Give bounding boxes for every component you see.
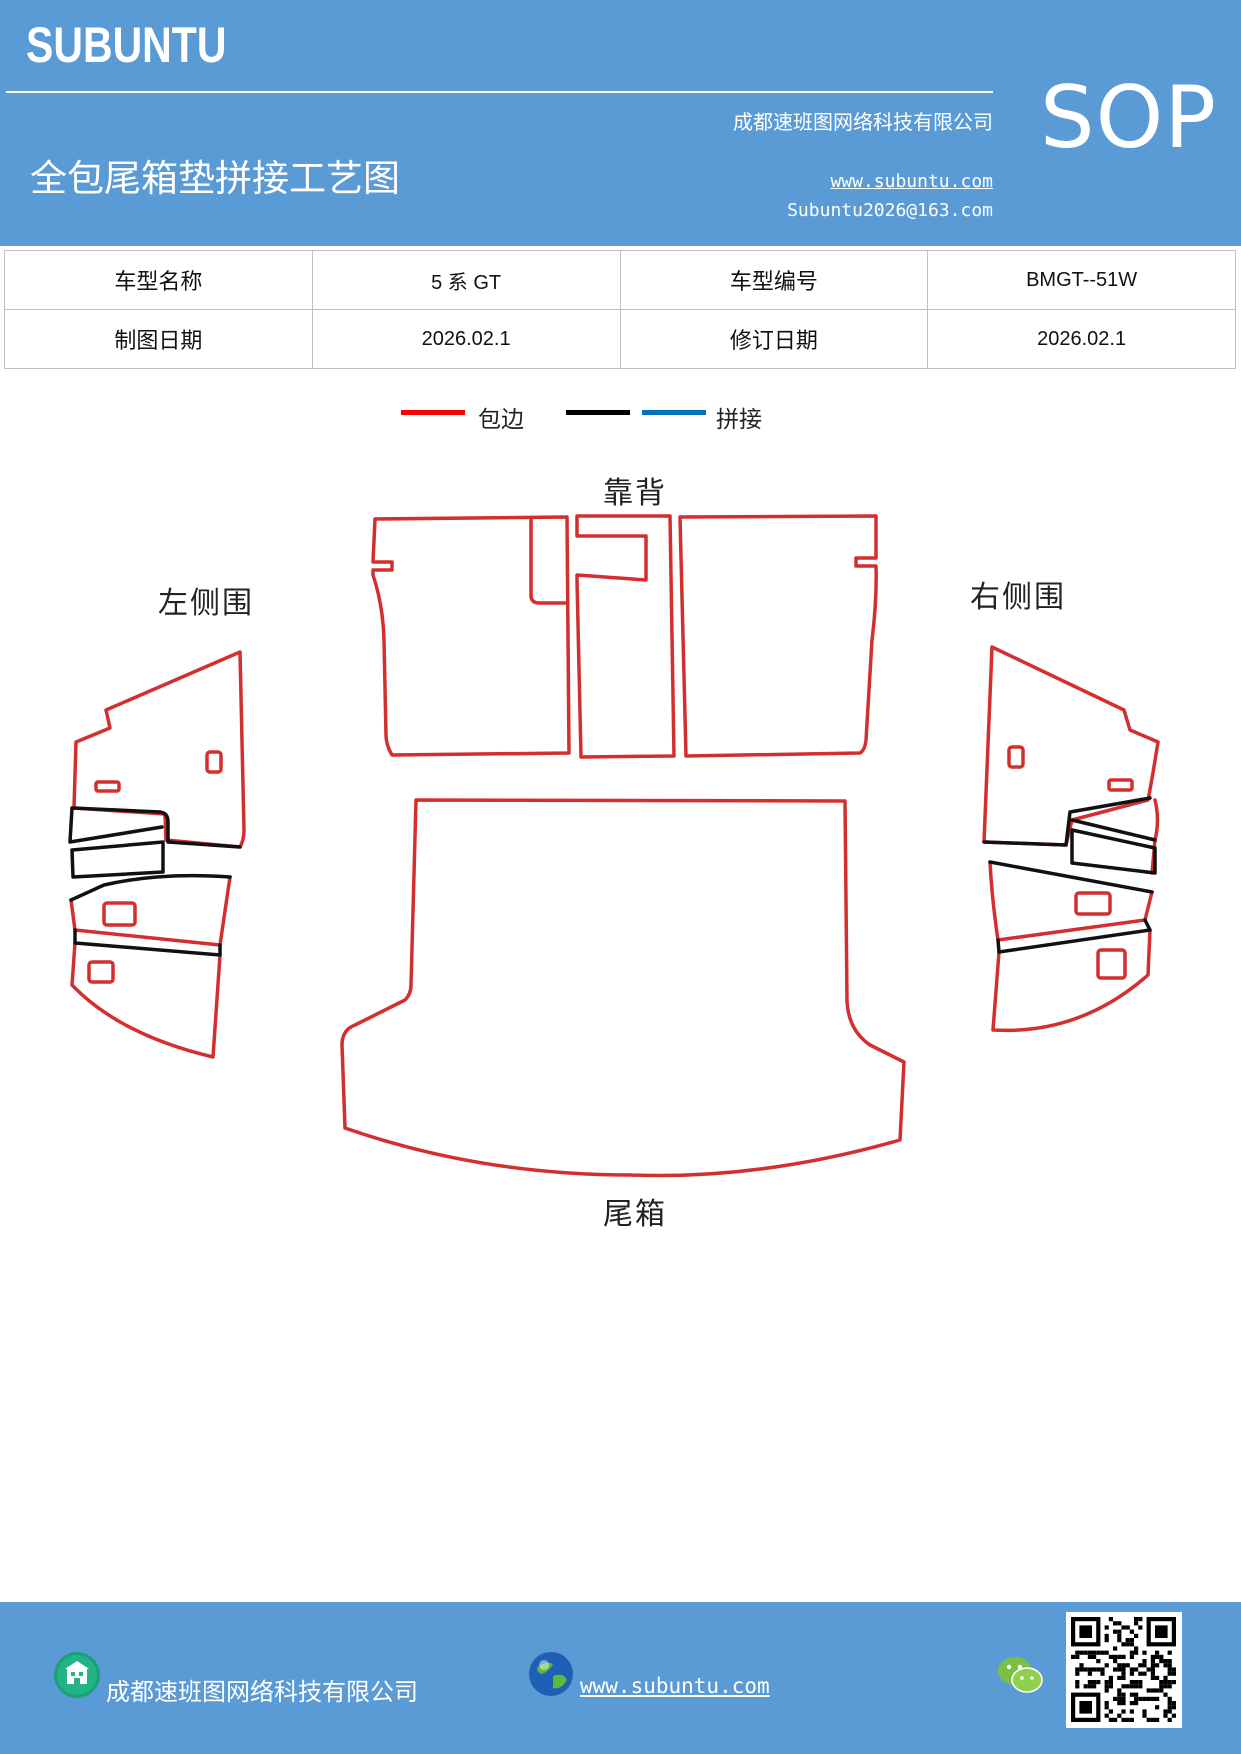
table-cell-label: 车型编号 bbox=[619, 250, 929, 310]
right-side-upper-red bbox=[982, 645, 1160, 847]
right-side-hole bbox=[1007, 745, 1025, 769]
right-side-splice-2 bbox=[1070, 828, 1157, 875]
right-side-splice-1 bbox=[982, 796, 1157, 847]
table-cell-label: 车型名称 bbox=[4, 250, 313, 310]
backrest-middle-panel bbox=[575, 514, 676, 759]
legend-label-binding: 包边 bbox=[478, 407, 524, 433]
backrest-left-notch bbox=[529, 516, 569, 605]
right-side-hole bbox=[1096, 948, 1127, 980]
table-row: 制图日期 2026.02.1 修订日期 2026.02.1 bbox=[4, 309, 1236, 369]
left-side-hole bbox=[94, 780, 121, 793]
part-label-backrest: 靠背 bbox=[603, 476, 667, 511]
backrest-right-panel bbox=[678, 514, 878, 758]
left-side-splice-1 bbox=[68, 806, 242, 849]
table-cell-label: 制图日期 bbox=[4, 309, 313, 369]
building-icon bbox=[54, 1652, 100, 1698]
right-side-splice-3 bbox=[988, 860, 1154, 894]
footer-banner: 成都速班图网络科技有限公司 www.subuntu.com bbox=[0, 1602, 1241, 1754]
right-side-lower-red bbox=[991, 928, 1152, 1033]
table-cell-value: BMGT--51W bbox=[927, 250, 1236, 310]
legend-swatch-black bbox=[566, 410, 630, 415]
left-side-middle-red bbox=[69, 875, 232, 947]
part-label-right-side: 右侧围 bbox=[970, 580, 1066, 615]
left-side-splice-4 bbox=[73, 928, 222, 957]
legend: 包边 拼接 bbox=[0, 400, 1241, 440]
backrest-left-panel bbox=[371, 515, 571, 757]
header-banner: SUBUNTU 成都速班图网络科技有限公司 全包尾箱垫拼接工艺图 www.sub… bbox=[0, 0, 1241, 246]
left-side-splice-2 bbox=[70, 840, 165, 879]
left-side-upper-red bbox=[72, 650, 246, 849]
table-row: 车型名称 5 系 GT 车型编号 BMGT--51W bbox=[4, 250, 1236, 310]
table-cell-label: 修订日期 bbox=[619, 309, 929, 369]
wechat-icon[interactable] bbox=[996, 1654, 1044, 1696]
company-name: 成都速班图网络科技有限公司 bbox=[733, 110, 993, 134]
vehicle-info-table: 车型名称 5 系 GT 车型编号 BMGT--51W 制图日期 2026.02.… bbox=[4, 250, 1236, 369]
table-cell-value: 2026.02.1 bbox=[311, 309, 621, 369]
table-cell-value: 2026.02.1 bbox=[927, 309, 1236, 369]
footer-website-link[interactable]: www.subuntu.com bbox=[580, 1674, 770, 1698]
trunk-floor-panel bbox=[340, 798, 906, 1178]
left-side-hole bbox=[205, 750, 223, 774]
right-side-splice-4 bbox=[996, 918, 1152, 954]
left-side-hole bbox=[102, 901, 137, 927]
brand-logo: SUBUNTU bbox=[26, 17, 227, 73]
sop-badge: SOP bbox=[1040, 68, 1218, 168]
qr-code[interactable] bbox=[1066, 1612, 1182, 1728]
legend-swatch-red bbox=[401, 410, 465, 415]
header-divider bbox=[6, 91, 993, 93]
left-side-splice-3 bbox=[69, 873, 232, 902]
page-title: 全包尾箱垫拼接工艺图 bbox=[30, 157, 400, 200]
legend-label-splice: 拼接 bbox=[716, 407, 762, 433]
email-address: Subuntu2026@163.com bbox=[787, 200, 993, 221]
left-side-lower-red bbox=[70, 941, 222, 1059]
table-cell-value: 5 系 GT bbox=[311, 250, 621, 310]
legend-swatch-blue bbox=[642, 410, 706, 415]
qr-code-icon bbox=[1071, 1617, 1176, 1722]
right-side-middle-red bbox=[988, 860, 1154, 942]
part-label-left-side: 左侧围 bbox=[158, 586, 254, 621]
right-side-hole bbox=[1107, 778, 1134, 792]
left-side-hole bbox=[87, 960, 115, 984]
right-side-hole bbox=[1074, 891, 1112, 916]
website-link[interactable]: www.subuntu.com bbox=[830, 171, 993, 192]
globe-icon bbox=[529, 1652, 573, 1696]
footer-company-name: 成都速班图网络科技有限公司 bbox=[106, 1678, 418, 1706]
part-label-trunk: 尾箱 bbox=[603, 1197, 667, 1232]
